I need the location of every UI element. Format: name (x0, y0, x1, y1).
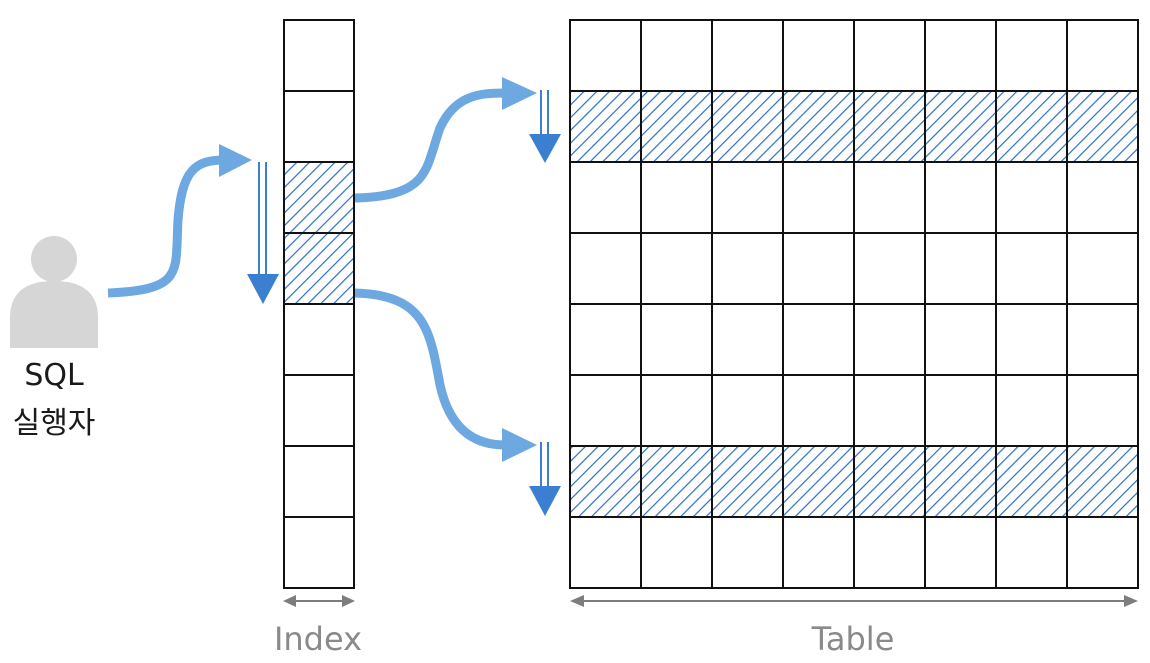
table-cell (569, 232, 642, 305)
table-cell (711, 374, 784, 447)
table-cell (1066, 161, 1139, 234)
table-cell-highlighted (711, 445, 784, 518)
table-cell (569, 374, 642, 447)
index-cell (283, 516, 355, 589)
table-cell-highlighted (924, 445, 997, 518)
table-cell (995, 516, 1068, 589)
table-cell (569, 516, 642, 589)
table-cell-highlighted (569, 445, 642, 518)
table-cell (1066, 232, 1139, 305)
flow-arrow-to-table-row-bottom (354, 288, 506, 450)
table-cell (995, 232, 1068, 305)
table-cell (711, 232, 784, 305)
table-cell-highlighted (782, 90, 855, 163)
flow-arrow-to-table-row-top (354, 88, 506, 203)
table-cell (640, 374, 713, 447)
table-cell (782, 516, 855, 589)
index-width-arrow (283, 595, 355, 607)
table-cell-highlighted (924, 90, 997, 163)
table-cell (640, 161, 713, 234)
table-cell (782, 303, 855, 376)
table-cell (853, 161, 926, 234)
table-cell-highlighted (853, 445, 926, 518)
table-cell (853, 374, 926, 447)
index-cell (283, 374, 355, 447)
table-cell (1066, 19, 1139, 92)
table-cell (711, 161, 784, 234)
table-cell (640, 19, 713, 92)
table-cell (640, 516, 713, 589)
table-cell-highlighted (1066, 90, 1139, 163)
table-cell (853, 303, 926, 376)
table-cell (924, 161, 997, 234)
table-cell (782, 161, 855, 234)
index-cell (283, 303, 355, 376)
table-cell (924, 232, 997, 305)
table-width-arrow (570, 595, 1138, 607)
table-cell (924, 303, 997, 376)
index-cell-highlighted (283, 161, 355, 234)
table-cell (924, 516, 997, 589)
table-cell-highlighted (995, 445, 1068, 518)
table-cell (640, 232, 713, 305)
table-cell (853, 516, 926, 589)
index-cell-highlighted (283, 232, 355, 305)
table-cell-highlighted (711, 90, 784, 163)
table-cell (924, 374, 997, 447)
table-cell (782, 19, 855, 92)
table-cell-highlighted (853, 90, 926, 163)
flow-arrowhead-2 (502, 77, 537, 110)
table-cell (569, 19, 642, 92)
table-cell-highlighted (1066, 445, 1139, 518)
table-cell (995, 374, 1068, 447)
person-icon (10, 236, 98, 348)
table-grid (569, 19, 1139, 589)
table-cell-highlighted (640, 445, 713, 518)
table-cell-highlighted (569, 90, 642, 163)
table-cell (853, 232, 926, 305)
table-scan-arrow-bottom (529, 442, 561, 516)
table-cell (711, 303, 784, 376)
index-caption: Index (274, 620, 362, 658)
table-cell-highlighted (782, 445, 855, 518)
index-cell (283, 90, 355, 163)
table-cell (995, 303, 1068, 376)
table-scan-arrow-top (529, 90, 561, 163)
index-cell (283, 445, 355, 518)
flow-arrowhead-3 (502, 428, 537, 462)
flow-arrowheads (219, 77, 537, 462)
table-cell (1066, 516, 1139, 589)
actor-label-line2: 실행자 (13, 406, 96, 441)
table-cell (853, 19, 926, 92)
table-cell-highlighted (995, 90, 1068, 163)
table-cell (569, 303, 642, 376)
actor-label-line1: SQL (24, 358, 84, 393)
index-scan-arrow (247, 162, 279, 304)
flow-arrowhead-1 (219, 144, 252, 177)
table-cell (640, 303, 713, 376)
table-cell (711, 19, 784, 92)
flow-arrow-to-index (107, 155, 226, 298)
table-cell (995, 19, 1068, 92)
table-cell-highlighted (640, 90, 713, 163)
index-cell (283, 19, 355, 92)
table-cell (924, 19, 997, 92)
table-cell (569, 161, 642, 234)
table-cell (1066, 374, 1139, 447)
table-caption: Table (811, 620, 895, 658)
flow-arrows (107, 88, 506, 450)
index-grid (283, 19, 355, 589)
table-cell (1066, 303, 1139, 376)
table-cell (711, 516, 784, 589)
table-cell (782, 374, 855, 447)
table-cell (995, 161, 1068, 234)
table-cell (782, 232, 855, 305)
